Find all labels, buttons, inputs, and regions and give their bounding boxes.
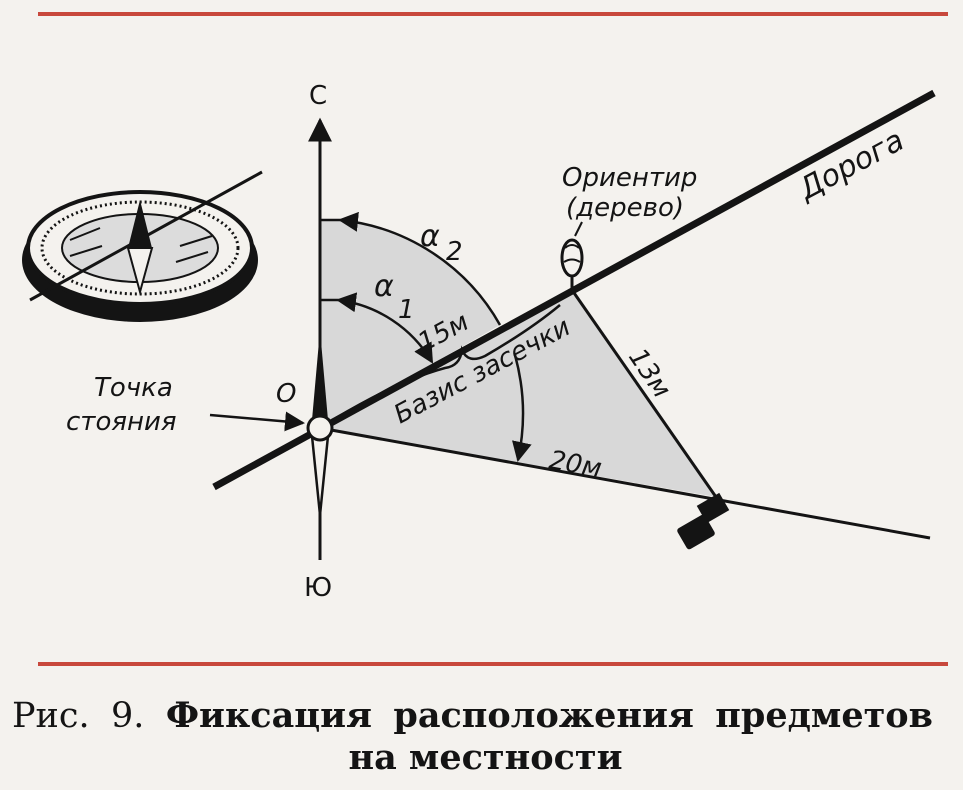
lower-line <box>319 426 931 540</box>
tree-leader <box>574 221 583 237</box>
needle-hub <box>306 414 334 442</box>
label-alpha1-sub: 1 <box>398 295 415 325</box>
label-alpha2-sub: 2 <box>446 237 463 267</box>
basis-brace <box>335 304 561 420</box>
label-landmark-2: (дерево) <box>566 193 684 223</box>
station-arrow <box>209 411 305 432</box>
figure-caption: Рис. 9. Фиксация расположения предметов … <box>0 695 963 779</box>
needle-south <box>310 434 330 516</box>
label-station-1: Точка <box>94 373 173 403</box>
lower-arc <box>512 354 532 462</box>
edge-13m <box>570 289 718 498</box>
top-rule <box>38 12 948 16</box>
needle-north <box>312 330 328 420</box>
caption-word-3: предметов <box>715 695 933 736</box>
label-station-2: стояния <box>66 407 177 437</box>
alpha2-arc <box>338 211 502 326</box>
tree-icon <box>560 238 584 290</box>
label-landmark-1: Ориентир <box>562 163 697 193</box>
caption-line-2: на местности <box>348 737 623 778</box>
caption-prefix: Рис. <box>12 696 90 736</box>
label-south: Ю <box>304 573 332 603</box>
compass-icon <box>22 170 263 322</box>
bottom-rule <box>38 662 948 666</box>
label-north: С <box>309 81 327 111</box>
caption-word-1: Фиксация <box>165 695 372 736</box>
caption-line-1: Рис. 9. Фиксация расположения предметов <box>0 695 963 737</box>
road-line <box>212 89 936 491</box>
caption-number: 9. <box>111 696 145 736</box>
caption-word-2: расположения <box>393 695 694 736</box>
label-alpha1: α <box>374 269 394 304</box>
label-origin: О <box>276 379 296 409</box>
alpha1-arc <box>336 292 434 364</box>
label-alpha2: α <box>420 219 440 254</box>
camera-icon <box>677 492 730 550</box>
